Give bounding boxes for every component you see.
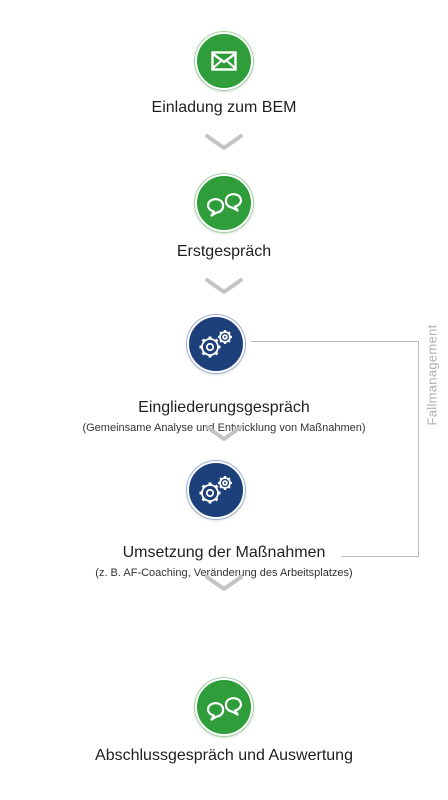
chevron-down-icon xyxy=(205,134,243,150)
step-5-label: Abschlussgespräch und Auswertung xyxy=(95,747,353,764)
fallmanagement-bracket-bottom xyxy=(341,556,419,557)
gears-icon xyxy=(199,330,232,358)
fallmanagement-label: Fallmanagement xyxy=(424,324,440,426)
step-3-label: Eingliederungsgespräch xyxy=(138,399,310,416)
step-3-sublabel: (Gemeinsame Analyse und Entwicklung von … xyxy=(82,422,366,434)
chevron-down-icon xyxy=(205,575,243,591)
speech-bubbles-icon xyxy=(206,697,242,721)
gears-icon xyxy=(199,476,232,504)
step-5-icon-circle xyxy=(195,678,253,736)
step-4-sublabel: (z. B. AF-Coaching, Veränderung des Arbe… xyxy=(95,567,353,579)
step-1-icon-circle xyxy=(195,32,253,90)
envelope-icon xyxy=(211,51,237,71)
speech-bubbles-icon xyxy=(206,193,242,217)
step-4-icon-circle xyxy=(187,461,245,519)
fallmanagement-bracket-top xyxy=(251,341,418,342)
fallmanagement-bracket-side xyxy=(418,341,419,556)
step-3-icon-circle xyxy=(187,315,245,373)
step-2-label: Erstgespräch xyxy=(176,243,272,260)
step-1-label: Einladung zum BEM xyxy=(151,99,297,116)
chevron-down-icon xyxy=(205,278,243,294)
step-4-label: Umsetzung der Maßnahmen xyxy=(122,544,326,561)
chevron-down-icon xyxy=(205,425,243,441)
step-2-icon-circle xyxy=(195,174,253,232)
